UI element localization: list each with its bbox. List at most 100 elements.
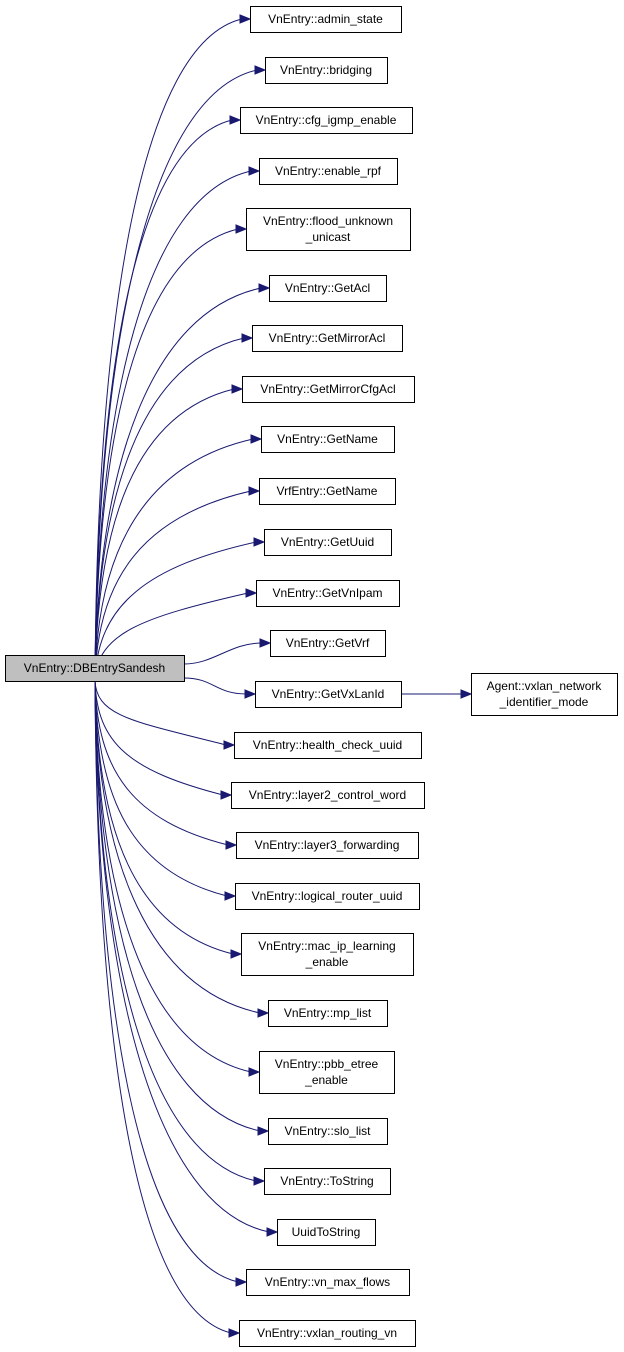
- edge-root-to-n16: [94, 680, 224, 796]
- callee-node-n4[interactable]: VnEntry::enable_rpf: [259, 158, 398, 185]
- arrowhead-n9: [250, 434, 263, 444]
- nodes-layer: VnEntry::DBEntrySandesh VnEntry::admin_st…: [5, 6, 618, 1347]
- root-node-label: VnEntry::DBEntrySandesh: [24, 661, 165, 675]
- callee-node-n7-box: [252, 325, 403, 352]
- callee-node-n21-label: _enable: [304, 1073, 348, 1087]
- edge-root-to-n19: [94, 680, 234, 955]
- callee-node-n11[interactable]: VnEntry::GetUuid: [264, 529, 392, 556]
- callee-node-n4-label: VnEntry::enable_rpf: [275, 164, 382, 178]
- callee-node-n26[interactable]: VnEntry::vxlan_routing_vn: [239, 1320, 416, 1347]
- callee-node-n9[interactable]: VnEntry::GetName: [261, 426, 395, 453]
- callee-node-n1[interactable]: VnEntry::admin_state: [250, 6, 402, 33]
- edge-root-to-n17: [94, 680, 229, 846]
- callee-node-n8-box: [242, 376, 415, 403]
- edge-root-to-n21: [94, 680, 252, 1073]
- callee-node-n2-box: [265, 57, 388, 84]
- edge-root-to-n9: [94, 438, 254, 682]
- callee-node-n7[interactable]: VnEntry::GetMirrorAcl: [252, 325, 403, 352]
- arrowhead-n4: [248, 166, 261, 176]
- edge-root-to-n23: [94, 680, 257, 1182]
- callee-node-n18[interactable]: VnEntry::logical_router_uuid: [235, 883, 420, 910]
- edge-root-to-n5: [94, 228, 239, 682]
- callee-node-n18-box: [235, 883, 420, 910]
- arrowhead-n19: [230, 949, 243, 959]
- edge-root-to-n2: [94, 69, 258, 682]
- callee-node-n1-label: VnEntry::admin_state: [268, 12, 383, 26]
- callee-node-n24[interactable]: UuidToString: [277, 1219, 376, 1246]
- callee-node-n20-label: VnEntry::mp_list: [284, 1006, 372, 1020]
- callee-node-n14[interactable]: VnEntry::GetVxLanId: [255, 681, 402, 708]
- callee-node-n6[interactable]: VnEntry::GetAcl: [269, 275, 387, 302]
- callee-node-n18-label: VnEntry::logical_router_uuid: [252, 889, 403, 903]
- arrowhead-n20: [257, 1008, 270, 1018]
- callee-node-n9-box: [261, 426, 395, 453]
- edge-root-to-n20: [94, 680, 261, 1014]
- callee-node-n27-box: [471, 673, 618, 716]
- callee-node-n23[interactable]: VnEntry::ToString: [264, 1168, 391, 1195]
- arrowhead-n16: [220, 790, 233, 800]
- callee-node-n19-label: VnEntry::mac_ip_learning: [258, 939, 395, 953]
- callee-node-n6-label: VnEntry::GetAcl: [285, 281, 370, 295]
- callee-node-n6-box: [269, 275, 387, 302]
- root-node-box: [5, 655, 185, 682]
- callee-node-n17-box: [236, 832, 419, 859]
- callee-node-n8[interactable]: VnEntry::GetMirrorCfgAcl: [242, 376, 415, 403]
- callee-node-n21-label: VnEntry::pbb_etree: [275, 1057, 379, 1071]
- callee-node-n26-label: VnEntry::vxlan_routing_vn: [257, 1326, 397, 1340]
- edge-root-to-n18: [94, 680, 228, 897]
- callee-node-n3[interactable]: VnEntry::cfg_igmp_enable: [240, 107, 413, 134]
- arrowhead-n22: [257, 1126, 270, 1136]
- edge-root-to-n13: [183, 642, 263, 665]
- callee-node-n17-label: VnEntry::layer3_forwarding: [255, 838, 400, 852]
- arrowhead-n27: [460, 689, 473, 699]
- edge-root-to-n10: [94, 490, 252, 682]
- callee-node-n17[interactable]: VnEntry::layer3_forwarding: [236, 832, 419, 859]
- edges-layer: [94, 14, 473, 1338]
- arrowhead-n14: [244, 689, 257, 699]
- callee-node-n27[interactable]: Agent::vxlan_network_identifier_mode: [471, 673, 618, 716]
- callee-node-n13-box: [270, 630, 386, 657]
- callee-node-n10[interactable]: VrfEntry::GetName: [259, 478, 396, 505]
- callee-node-n15[interactable]: VnEntry::health_check_uuid: [234, 732, 422, 759]
- callee-node-n5[interactable]: VnEntry::flood_unknown_unicast: [246, 208, 411, 251]
- edge-root-to-n3: [94, 119, 233, 682]
- callee-node-n22[interactable]: VnEntry::slo_list: [268, 1118, 388, 1145]
- arrowhead-n15: [223, 740, 236, 750]
- callee-node-n13-label: VnEntry::GetVrf: [286, 636, 370, 650]
- root-node[interactable]: VnEntry::DBEntrySandesh: [5, 655, 185, 682]
- edge-root-to-n6: [94, 287, 262, 682]
- callee-node-n23-box: [264, 1168, 391, 1195]
- arrowhead-n23: [253, 1176, 266, 1186]
- edge-root-to-n7: [94, 337, 245, 682]
- callee-node-n24-box: [277, 1219, 376, 1246]
- arrowhead-n12: [245, 588, 258, 598]
- callee-node-n1-box: [250, 6, 402, 33]
- arrowhead-n1: [239, 14, 252, 24]
- callee-node-n13[interactable]: VnEntry::GetVrf: [270, 630, 386, 657]
- arrowhead-n17: [225, 840, 238, 850]
- callee-node-n5-label: _unicast: [305, 230, 351, 244]
- callee-node-n10-label: VrfEntry::GetName: [277, 484, 378, 498]
- edge-root-to-n11: [94, 541, 257, 682]
- callee-node-n20[interactable]: VnEntry::mp_list: [268, 1000, 388, 1027]
- callee-node-n2[interactable]: VnEntry::bridging: [265, 57, 388, 84]
- callee-node-n15-label: VnEntry::health_check_uuid: [253, 738, 402, 752]
- arrowhead-n6: [258, 283, 271, 293]
- callee-node-n3-box: [240, 107, 413, 134]
- callee-node-n7-label: VnEntry::GetMirrorAcl: [269, 331, 386, 345]
- callee-node-n8-label: VnEntry::GetMirrorCfgAcl: [260, 382, 395, 396]
- edge-root-to-n1: [94, 18, 243, 682]
- callee-node-n25[interactable]: VnEntry::vn_max_flows: [246, 1269, 410, 1296]
- callee-node-n14-label: VnEntry::GetVxLanId: [272, 687, 385, 701]
- edge-root-to-n15: [94, 680, 227, 746]
- callee-node-n16[interactable]: VnEntry::layer2_control_word: [231, 782, 425, 809]
- edge-root-to-n8: [94, 388, 235, 682]
- edge-root-to-n24: [94, 680, 270, 1233]
- callee-node-n19[interactable]: VnEntry::mac_ip_learning_enable: [241, 933, 414, 976]
- callee-node-n26-box: [239, 1320, 416, 1347]
- callee-node-n16-box: [231, 782, 425, 809]
- callee-node-n12[interactable]: VnEntry::GetVnIpam: [256, 580, 400, 607]
- callee-node-n21[interactable]: VnEntry::pbb_etree_enable: [259, 1051, 395, 1094]
- arrowhead-n18: [224, 891, 237, 901]
